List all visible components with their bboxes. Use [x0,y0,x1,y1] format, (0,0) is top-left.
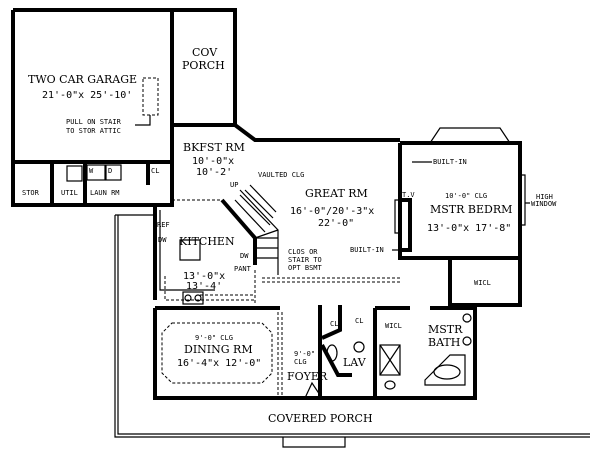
cl-label: CL [330,320,338,328]
great-size: 16'-0"/20'-3"x [290,206,374,217]
stair-note: STAIR TO [288,256,322,264]
wicl-label: WICL [385,322,402,330]
tv-note: T.V [402,191,415,199]
wicl-label: WICL [474,279,491,287]
foyer-name: FOYER [287,370,328,383]
garage-size: 21'-0"x 25'-10' [42,90,132,101]
dw-label: DW [158,236,167,244]
stair-up-note: UP [230,181,238,189]
dining-size: 16'-4"x 12'-0" [177,358,261,369]
util-label: UTIL [61,189,78,197]
foyer-ceiling: CLG [294,358,307,366]
garage-note: PULL ON STAIR [66,118,122,126]
cl-label: CL [151,167,159,175]
cov-porch-label: PORCH [182,59,225,72]
great-name: GREAT RM [305,187,368,200]
bedrm-ceiling: 10'-0" CLG [445,192,487,200]
garage-note: TO STOR ATTIC [66,127,121,135]
bkfst-size: 10'-0"x [192,156,234,167]
dw-label: DW [240,252,249,260]
stair-note: CLOS OR [288,248,318,256]
cov-porch-label: COV [192,46,218,59]
garage-name: TWO CAR GARAGE [28,73,137,86]
great-size: 22'-0" [318,218,354,229]
cl-label: CL [355,317,363,325]
bkfst-size: 10'-2' [196,167,232,178]
kitchen-name: KITCHEN [179,235,235,248]
bath-name: BATH [428,336,460,349]
kitchen-size: 13'-4' [186,281,222,292]
kitchen-size: 13'-0"x [183,271,225,282]
laun-label: LAUN RM [90,189,120,197]
covered-porch-name: COVERED PORCH [268,412,373,425]
dining-ceiling: 9'-0" CLG [195,334,233,342]
high-window-note: HIGH [536,193,553,201]
walls [11,8,590,448]
pantry-label: PANT [234,265,252,273]
room-labels: TWO CAR GARAGE 21'-0"x 25'-10' PULL ON S… [22,46,512,425]
annotations: BUILT-IN BUILT-IN T.V HIGH WINDOW UP CLO… [89,158,557,273]
ref-label: REF [157,221,170,229]
built-in-note: BUILT-IN [350,246,384,254]
lav-name: LAV [343,356,367,369]
bkfst-name: BKFST RM [183,141,245,154]
stair-note: OPT BSMT [288,264,323,272]
great-ceiling: VAULTED CLG [258,171,304,179]
bedrm-name: MSTR BEDRM [430,203,512,216]
stor-label: STOR [22,189,40,197]
bath-name: MSTR [428,323,463,336]
dining-name: DINING RM [184,343,253,356]
built-in-note: BUILT-IN [433,158,467,166]
foyer-ceiling: 9'-0" [294,350,315,358]
bedrm-size: 13'-0"x 17'-8" [427,223,511,234]
high-window-note: WINDOW [531,200,557,208]
washer-label: W [89,167,94,175]
dryer-label: D [108,167,112,175]
